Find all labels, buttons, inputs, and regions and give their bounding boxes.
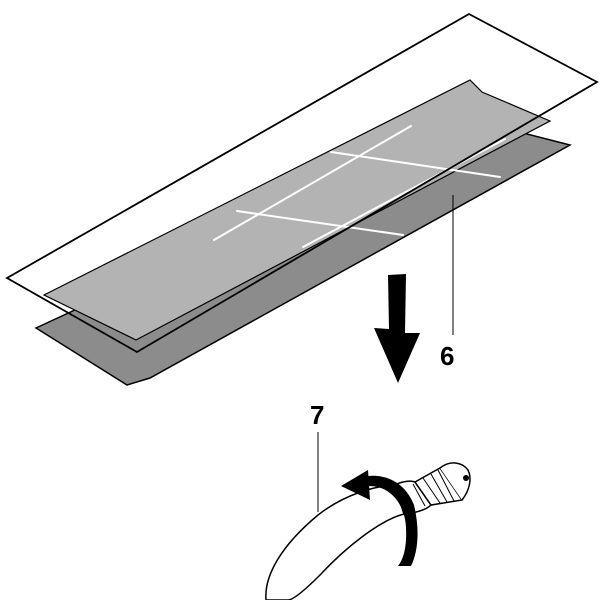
cover-sheet bbox=[5, 12, 599, 354]
arrow-down-icon bbox=[374, 274, 420, 383]
callout-6: 6 bbox=[440, 341, 455, 371]
callout-7: 7 bbox=[310, 400, 325, 430]
rotate-arrow-icon bbox=[341, 470, 418, 566]
back-panel bbox=[34, 121, 573, 386]
diffuser-panel bbox=[42, 79, 552, 341]
diffuser-lines bbox=[213, 125, 506, 248]
